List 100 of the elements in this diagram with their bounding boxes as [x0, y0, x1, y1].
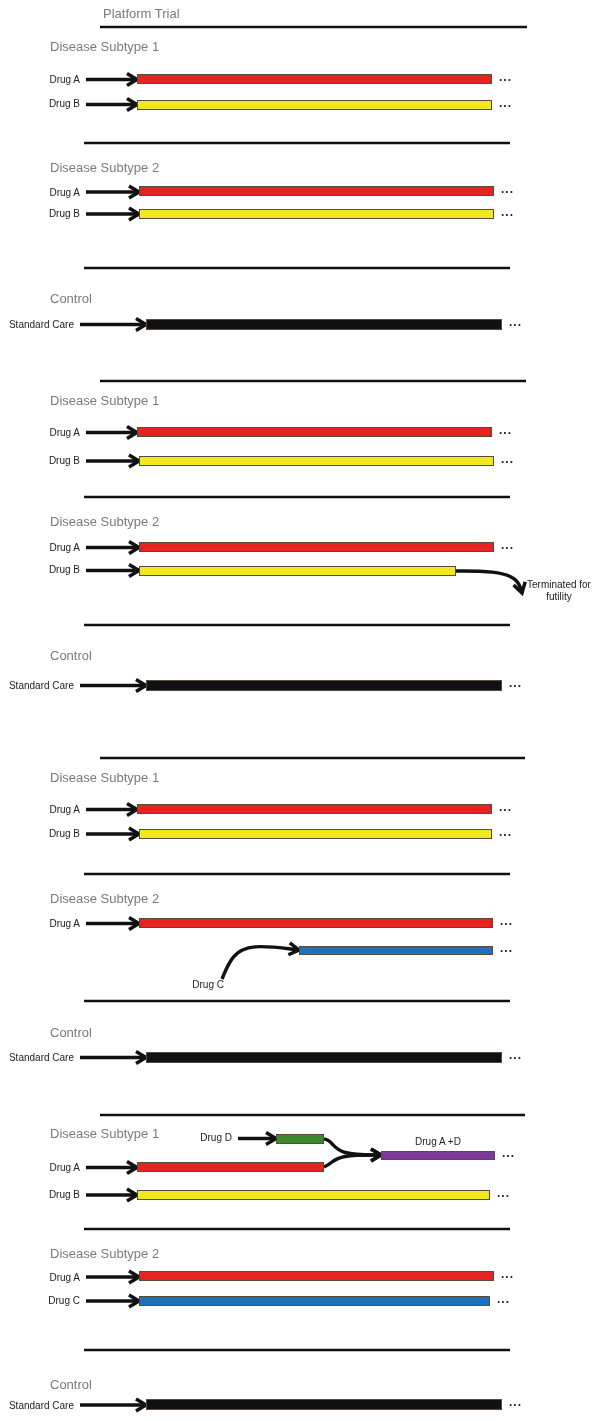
section-heading: Control	[50, 648, 92, 663]
arrow	[86, 562, 141, 579]
arm-label: Drug B	[36, 455, 86, 467]
arrow	[86, 1159, 139, 1176]
section-heading: Disease Subtype 1	[50, 393, 160, 408]
section-heading: Control	[50, 1377, 92, 1392]
arm-label: Drug B	[36, 564, 86, 576]
arm-label: Drug A	[36, 804, 86, 816]
arrow	[86, 1269, 141, 1285]
control-arm-bar	[146, 1398, 502, 1410]
treatment-arm-bar	[137, 74, 492, 84]
treatment-arm-bar	[139, 1271, 494, 1281]
arm-label: Standard Care	[4, 680, 80, 692]
arrow	[238, 1130, 278, 1147]
arm-label: Standard Care	[4, 1400, 80, 1412]
section-heading: Disease Subtype 1	[50, 1126, 160, 1141]
treatment-arm-bar	[139, 542, 494, 552]
outcome-note: Terminated for futility	[522, 579, 596, 603]
continuation-dots: ...	[509, 678, 522, 688]
arrow	[80, 1397, 148, 1413]
arrow	[86, 206, 141, 222]
arrow	[86, 1187, 139, 1203]
treatment-arm-bar	[139, 918, 493, 928]
arm-label: Standard Care	[4, 319, 80, 331]
treatment-arm-bar	[137, 1190, 490, 1200]
treatment-arm-bar	[381, 1150, 495, 1160]
arrow	[86, 801, 139, 818]
arrow	[86, 424, 139, 441]
arrow	[86, 915, 141, 932]
arm-label: Drug A	[36, 918, 86, 930]
arrow	[80, 1049, 148, 1066]
continuation-dots: ...	[499, 425, 512, 435]
arm-label: Drug C	[182, 979, 230, 991]
arrow	[456, 569, 527, 595]
arrow	[86, 96, 139, 113]
continuation-dots: ...	[497, 1294, 510, 1304]
control-arm-bar	[146, 679, 502, 691]
section-heading: Disease Subtype 2	[50, 160, 160, 175]
arrow	[220, 941, 301, 980]
continuation-dots: ...	[500, 916, 513, 926]
arm-label: Drug B	[36, 828, 86, 840]
treatment-arm-bar	[139, 1296, 490, 1306]
treatment-arm-bar	[139, 186, 494, 196]
treatment-arm-bar	[139, 209, 494, 219]
section-heading: Control	[50, 291, 92, 306]
section-heading: Disease Subtype 2	[50, 891, 160, 906]
arm-label: Drug A +D	[414, 1135, 462, 1148]
arm-label: Standard Care	[4, 1052, 80, 1064]
treatment-arm-bar	[137, 804, 492, 814]
continuation-dots: ...	[500, 943, 513, 953]
treatment-arm-bar	[299, 945, 493, 955]
arm-label: Drug A	[36, 542, 86, 554]
arm-label: Drug A	[36, 187, 86, 199]
continuation-dots: ...	[499, 72, 512, 82]
arrow	[86, 826, 141, 842]
treatment-arm-bar	[139, 456, 494, 466]
arrow	[86, 184, 141, 200]
continuation-dots: ...	[509, 317, 522, 327]
arm-label: Drug A	[36, 74, 86, 86]
arm-label: Drug A	[36, 1272, 86, 1284]
arrow	[323, 1147, 383, 1169]
control-arm-bar	[146, 1051, 502, 1063]
section-heading: Disease Subtype 1	[50, 39, 160, 54]
arm-label: Drug A	[36, 1162, 86, 1174]
arrow	[86, 539, 141, 556]
treatment-arm-bar	[139, 829, 492, 839]
arrow	[86, 1293, 141, 1309]
control-arm-bar	[146, 318, 502, 330]
diagram-title: Platform Trial	[103, 6, 180, 21]
continuation-dots: ...	[501, 1269, 514, 1279]
arm-label: Drug D	[192, 1132, 238, 1144]
continuation-dots: ...	[497, 1188, 510, 1198]
arrow	[80, 316, 148, 333]
continuation-dots: ...	[499, 98, 512, 108]
continuation-dots: ...	[502, 1148, 515, 1158]
treatment-arm-bar	[276, 1134, 324, 1144]
arm-label: Drug A	[36, 427, 86, 439]
section-heading: Disease Subtype 2	[50, 514, 160, 529]
arrow	[86, 453, 141, 469]
arm-label: Drug B	[36, 208, 86, 220]
arrow	[86, 71, 139, 88]
treatment-arm-bar	[139, 566, 456, 576]
arm-label: Drug C	[36, 1295, 86, 1307]
continuation-dots: ...	[501, 540, 514, 550]
continuation-dots: ...	[509, 1050, 522, 1060]
arm-label: Drug B	[36, 1189, 86, 1201]
arrow	[80, 677, 148, 694]
section-heading: Disease Subtype 1	[50, 770, 160, 785]
treatment-arm-bar	[137, 100, 492, 110]
treatment-arm-bar	[137, 1162, 324, 1172]
continuation-dots: ...	[509, 1397, 522, 1407]
continuation-dots: ...	[501, 184, 514, 194]
continuation-dots: ...	[501, 207, 514, 217]
treatment-arm-bar	[137, 427, 492, 437]
continuation-dots: ...	[499, 827, 512, 837]
section-heading: Control	[50, 1025, 92, 1040]
continuation-dots: ...	[501, 454, 514, 464]
continuation-dots: ...	[499, 802, 512, 812]
section-heading: Disease Subtype 2	[50, 1246, 160, 1261]
arm-label: Drug B	[36, 98, 86, 110]
